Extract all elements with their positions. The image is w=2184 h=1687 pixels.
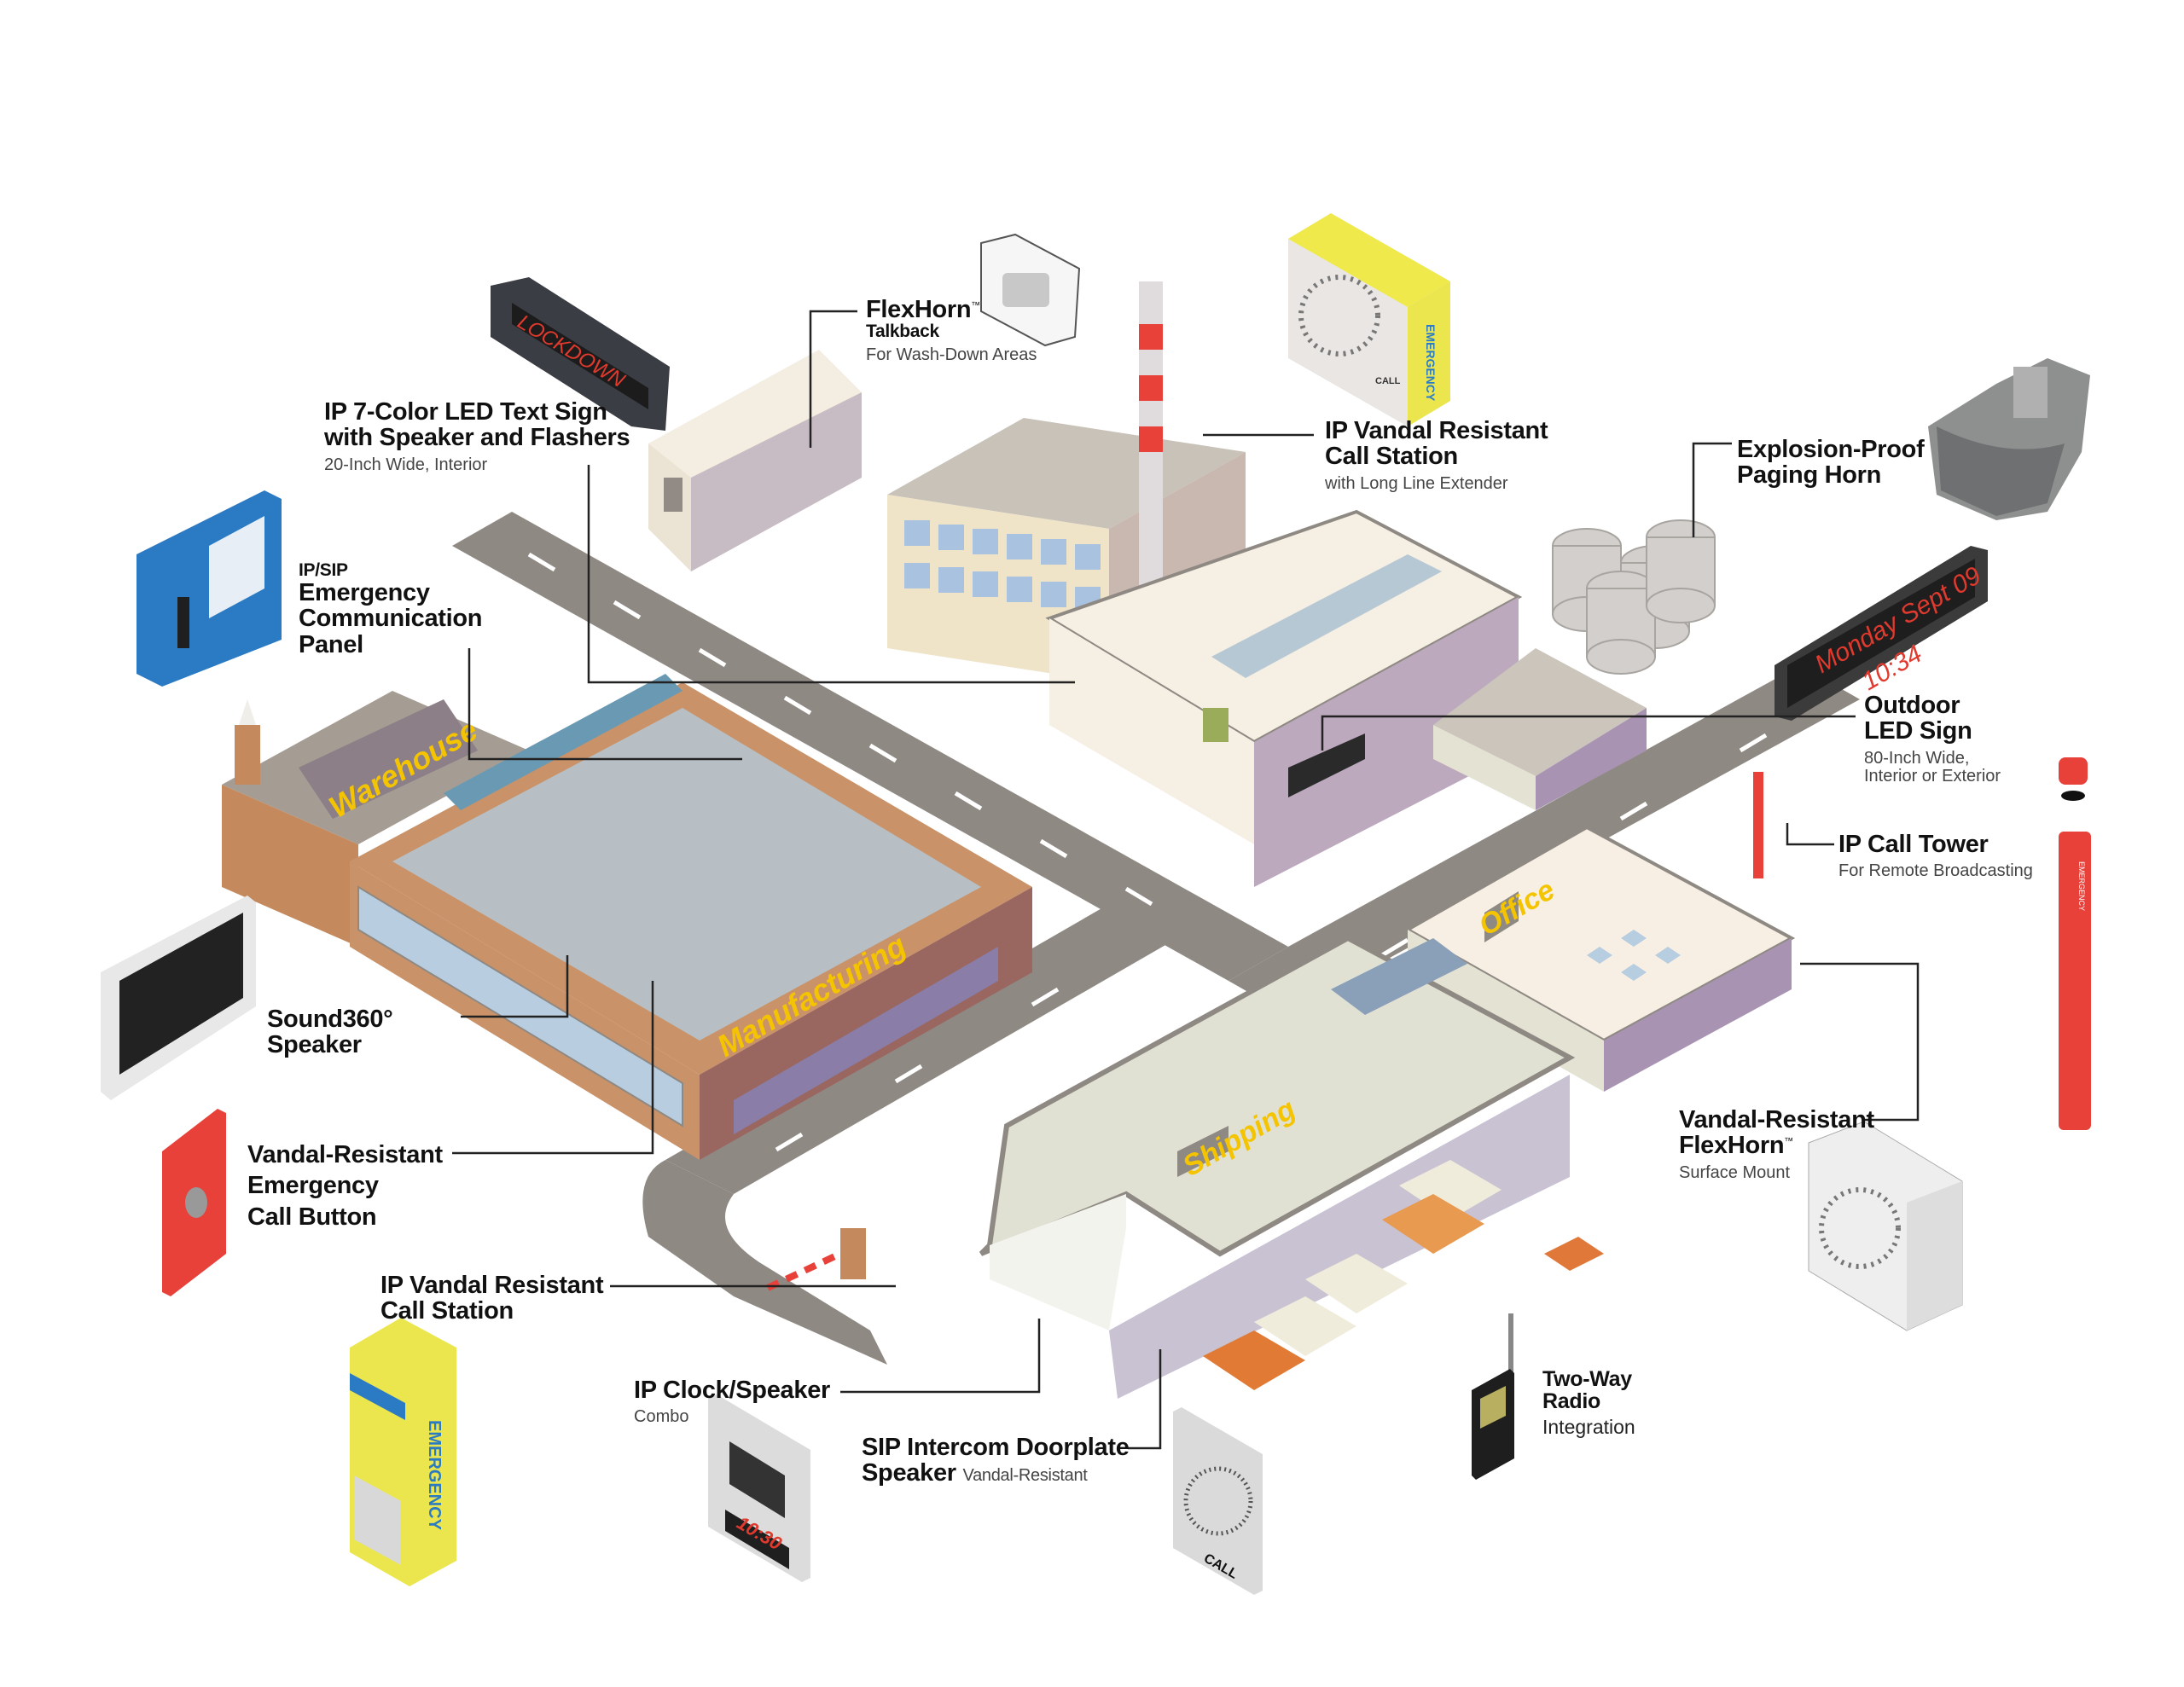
label-clock-speaker: IP Clock/Speaker Combo [634,1377,830,1426]
label-sound360: Sound360° Speaker [267,1006,393,1059]
label-title-2: Paging Horn [1737,461,1882,490]
label-call-station-top: IP Vandal Resistant Call Station with Lo… [1325,418,1548,493]
shipping-building: Shipping [979,935,1604,1399]
label-two-way-radio: Two-Way Radio Integration [1542,1368,1635,1437]
label-title: Two-Way [1542,1367,1632,1391]
label-flexhorn-surface: Vandal-Resistant FlexHorn™ Surface Mount [1679,1107,1874,1182]
label-title-2: FlexHorn [1679,1132,1785,1160]
label-title: Vandal-Resistant [1679,1106,1874,1133]
call-tower-side-text: EMERGENCY [2077,861,2086,911]
trademark: ™ [1784,1136,1793,1147]
label-title-2: Speaker [267,1031,362,1059]
label-subtitle: with Long Line Extender [1325,473,1508,493]
label-doorplate: SIP Intercom Doorplate Speaker Vandal-Re… [862,1435,1130,1487]
label-title: Outdoor [1864,692,1960,719]
label-inline-subtitle: Vandal-Resistant [962,1466,1088,1486]
label-title-2: Emergency [247,1172,379,1200]
manufacturing-building: Manufacturing [350,674,1032,1160]
truck-orange [1544,1237,1604,1271]
road-left-branch [665,904,1177,1194]
gate-booth [766,1228,866,1291]
kiosk-side-text: EMERGENCY [425,1420,444,1531]
trailers [1203,1160,1604,1390]
label-title: Sound360° [267,1006,393,1033]
road-curve [642,1160,887,1365]
leader-lines [452,310,1920,1450]
label-title-3: Communication [299,605,483,633]
label-title: FlexHorn [866,296,972,323]
label-title: IP 7-Color LED Text Sign [324,398,607,426]
two-way-radio-device [1472,1313,1514,1480]
warehouse-building: Warehouse [222,691,529,947]
emergency-panel-device [136,490,282,687]
label-title-2: Emergency [299,579,430,607]
label-subtitle-2: Interior or Exterior [1864,766,2001,786]
label-title: Vandal-Resistant [247,1141,443,1168]
label-title-2: Talkback [866,322,939,342]
silos [1552,519,1716,675]
call-button-device [162,1109,226,1296]
label-subtitle: Surface Mount [1679,1162,1791,1182]
label-title-2: Call Station [1325,443,1458,471]
label-title: Explosion-Proof [1737,436,1925,463]
flexhorn-talkback-device [980,233,1081,347]
sound360-device [101,896,256,1100]
plant-led-sign [1288,733,1365,797]
label-call-button: Vandal-Resistant Emergency Call Button [247,1139,443,1232]
label-subtitle: For Wash-Down Areas [866,345,1037,365]
label-title-2: Speaker [862,1459,956,1487]
label-title: IP Vandal Resistant [1325,417,1548,444]
label-subtitle: Integration [1542,1415,1635,1438]
label-subtitle: For Remote Broadcasting [1838,861,2033,881]
label-flexhorn-talkback: FlexHorn™ Talkback For Wash-Down Areas [866,297,1037,364]
label-explosion-proof-horn: Explosion-Proof Paging Horn [1737,436,1925,490]
rear-building [1433,648,1647,810]
label-title-2: Radio [1542,1389,1600,1414]
label-title-2: Call Station [380,1297,514,1325]
label-title-2: with Speaker and Flashers [324,424,630,452]
label-call-tower: IP Call Tower For Remote Broadcasting [1838,832,2033,880]
label-title: IP/SIP [299,560,348,580]
small-call-tower [1753,772,1763,878]
label-title-2: LED Sign [1864,717,1972,745]
label-call-station-bottom: IP Vandal Resistant Call Station [380,1272,604,1325]
label-subtitle: 80-Inch Wide, [1864,748,1970,768]
road-right-diagonal [1228,665,1860,1015]
label-title: IP Clock/Speaker [634,1377,831,1404]
label-subtitle: Combo [634,1407,689,1427]
flexhorn-surface-device [1808,1121,1963,1331]
label-title: IP Vandal Resistant [380,1272,604,1299]
label-subtitle: 20-Inch Wide, Interior [324,455,488,474]
label-title: IP Call Tower [1838,831,1989,858]
label-outdoor-led-sign: Outdoor LED Sign 80-Inch Wide, Interior … [1864,693,2001,786]
call-station-kiosk-device: EMERGENCY [350,1318,456,1586]
call-tower-device: EMERGENCY [2059,757,2091,1130]
label-title-4: Panel [299,630,363,658]
label-led-text-sign: IP 7-Color LED Text Sign with Speaker an… [324,399,630,474]
trademark: ™ [971,300,980,311]
label-title: SIP Intercom Doorplate [862,1434,1130,1461]
label-title-3: Call Button [247,1203,377,1231]
call-station-top-side-text: EMERGENCY [1424,324,1438,402]
explosion-proof-horn-device [1928,358,2090,520]
call-station-top-device: EMERGENCY CALL [1288,213,1450,426]
outdoor-led-sign-device: Monday Sept 09 10:34 [1774,546,1988,721]
main-plant [1045,509,1523,887]
washdown-shed [648,350,862,571]
label-emergency-panel: IP/SIP Emergency Communication Panel [299,560,483,658]
call-station-top-call-text: CALL [1375,376,1401,386]
doorplate-device: CALL [1173,1407,1263,1595]
